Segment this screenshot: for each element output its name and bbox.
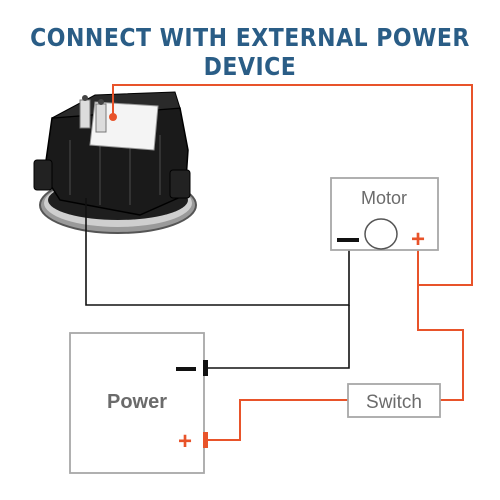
power-plus-terminal: + (178, 428, 192, 455)
switch-to-power-wire (206, 399, 348, 441)
switch-label: Switch (366, 392, 422, 413)
page-title: CONNECT WITH EXTERNAL POWER DEVICE (30, 24, 470, 82)
motor-to-switch-wire (417, 248, 464, 401)
power-minus-terminal (176, 367, 196, 371)
motor-label: Motor (361, 188, 407, 208)
motor-minus-terminal (337, 238, 359, 242)
motor-circle-icon (364, 218, 398, 250)
power-label: Power (107, 391, 167, 413)
motor-box: Motor + (330, 177, 439, 253)
motor-to-power-negative-wire (206, 305, 350, 369)
negative-wires (85, 198, 350, 369)
motor-plus-terminal: + (411, 226, 425, 253)
switch-box: Switch (347, 383, 441, 418)
positive-wires (112, 84, 473, 441)
gauge-negative-wire (85, 198, 350, 306)
gauge-device-icon (33, 91, 197, 234)
power-box: Power + (69, 332, 208, 474)
